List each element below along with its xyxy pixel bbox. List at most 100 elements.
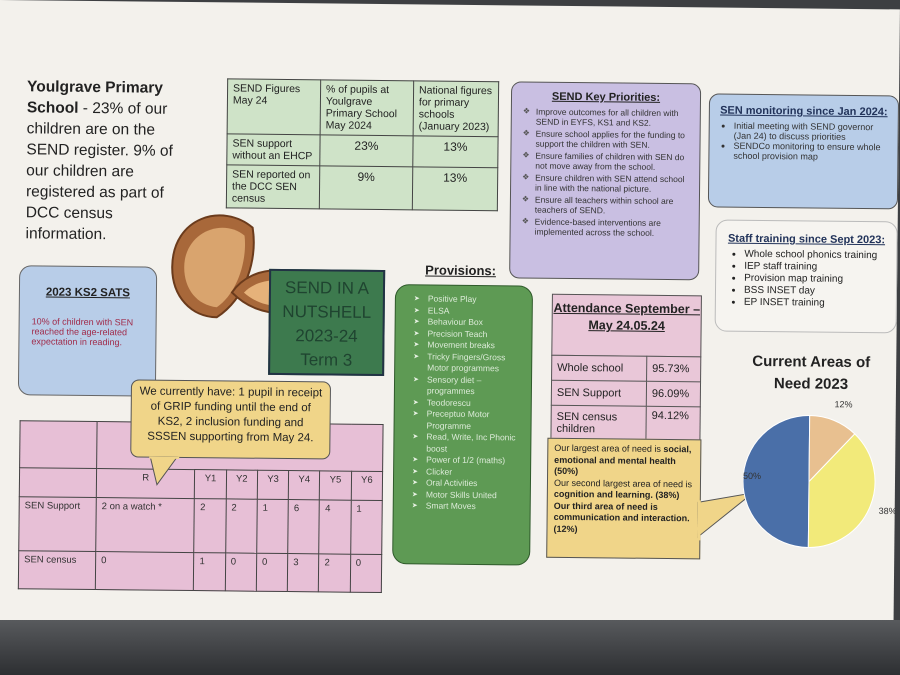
attendance-label: Whole school <box>551 355 647 382</box>
list-item: Whole school phonics training <box>744 249 886 261</box>
year-table-blank <box>19 420 98 469</box>
year-table-row-label: SEN census <box>18 550 96 590</box>
key-priorities-box: SEND Key Priorities: Improve outcomes fo… <box>509 81 702 281</box>
provisions-box: Positive Play ELSA Behaviour Box Precisi… <box>392 284 534 566</box>
list-item: Movement breaks <box>427 339 523 352</box>
sen-monitoring-title: SEN monitoring since Jan 2024: <box>720 104 888 119</box>
list-item: Initial meeting with SEND governor (Jan … <box>734 121 888 143</box>
year-table-header: Y3 <box>257 470 289 500</box>
ks2-sats-title: 2023 KS2 SATS <box>45 286 131 300</box>
attendance-label: SEN Support <box>551 380 647 407</box>
attendance-label: SEN census children <box>550 405 647 442</box>
list-item: BSS INSET day <box>744 285 886 297</box>
list-item: Behaviour Box <box>428 316 524 329</box>
pie-label: 12% <box>834 399 852 409</box>
leaflet-sheet: Youlgrave Primary School - 23% of our ch… <box>0 0 900 649</box>
staff-training-title: Staff training since Sept 2023: <box>727 232 886 247</box>
year-table-header: Y4 <box>288 470 320 500</box>
year-table-header <box>19 467 97 498</box>
year-table-cell: 2 <box>318 553 351 593</box>
year-table-header: Y6 <box>350 471 383 501</box>
ks2-sats-box: 2023 KS2 SATS 10% of children with SEN r… <box>17 265 158 397</box>
year-table-cell: 4 <box>319 499 351 555</box>
year-table-header: Y1 <box>194 469 227 499</box>
list-item: Oral Activities <box>426 477 522 490</box>
send-figures-national: 13% <box>412 166 498 211</box>
pie-chart: 50% 38% 12% <box>742 399 896 549</box>
list-item: SENDCo monitoring to ensure whole school… <box>733 141 887 163</box>
send-figures-school: 9% <box>319 165 413 210</box>
year-table-cell: 0 <box>349 554 382 593</box>
year-table-cell: 2 <box>194 498 226 553</box>
pie-slice <box>808 414 856 483</box>
year-table-cell: 6 <box>287 499 320 554</box>
list-item: Ensure all teachers within school are te… <box>535 195 689 217</box>
year-table-cell: 1 <box>193 552 226 591</box>
list-item: Ensure children with SEN attend school i… <box>535 173 689 195</box>
year-table-cell: 3 <box>287 553 320 592</box>
year-table-header: Y5 <box>319 470 352 501</box>
list-item: Clicker <box>426 466 522 479</box>
nutshell-line: 2023-24 <box>295 326 358 346</box>
list-item: Teodorescu <box>427 397 523 410</box>
pie-label: 50% <box>743 471 761 481</box>
sen-monitoring-box: SEN monitoring since Jan 2024: Initial m… <box>707 93 900 210</box>
nutshell-box: SEND IN A NUTSHELL 2023-24 Term 3 <box>268 268 386 377</box>
list-item: Motor Skills United <box>426 489 522 502</box>
send-figures-header-2: National figures for primary schools (Ja… <box>413 80 499 137</box>
list-item: Ensure families of children with SEN do … <box>535 151 689 173</box>
list-item: EP INSET training <box>744 297 886 309</box>
list-item: Sensory diet – programmes <box>427 374 523 398</box>
ks2-sats-text: 10% of children with SEN reached the age… <box>31 316 134 348</box>
need-line: Our second largest area of need is <box>553 477 693 489</box>
list-item: ELSA <box>428 305 524 318</box>
attendance-value: 94.12% <box>645 406 701 442</box>
send-figures-header-1: % of pupils at Youlgrave Primary School … <box>320 79 414 136</box>
callout-tail <box>149 456 180 486</box>
year-table-cell: 0 <box>224 552 257 592</box>
year-table-cell: 1 <box>350 500 383 555</box>
staff-training-box: Staff training since Sept 2023: Whole sc… <box>714 219 898 334</box>
list-item: Preceptuo Motor Programme <box>427 408 523 432</box>
list-item: Evidence-based interventions are impleme… <box>535 217 689 239</box>
send-figures-table: SEND Figures May 24 % of pupils at Youlg… <box>225 78 500 212</box>
year-table-header: Y2 <box>225 469 258 500</box>
areas-of-need-text: Our largest area of need is social, emot… <box>546 437 702 560</box>
year-table-cell: 0 <box>95 551 195 591</box>
send-figures-school: 23% <box>319 134 414 167</box>
send-figures-national: 13% <box>412 135 499 168</box>
nutshell-line: SEND IN A <box>284 278 370 298</box>
list-item: Ensure school applies for the funding to… <box>535 129 689 151</box>
attendance-table: Whole school 95.73% SEN Support 96.09% S… <box>550 354 702 443</box>
list-item: Read, Write, Inc Phonic boost <box>426 431 522 455</box>
pie-label: 38% <box>879 506 896 516</box>
funding-callout: We currently have: 1 pupil in receipt of… <box>130 379 332 460</box>
list-item: Provision map training <box>744 273 886 285</box>
key-priorities-title: SEND Key Priorities: <box>551 90 661 104</box>
list-item: Improve outcomes for all children with S… <box>536 107 690 129</box>
nutshell-line: Term 3 <box>300 350 353 370</box>
send-figures-header-0: SEND Figures May 24 <box>227 78 321 135</box>
need-callout-tail <box>697 492 755 541</box>
list-item: Precision Teach <box>427 328 523 341</box>
list-item: IEP staff training <box>744 261 886 273</box>
send-figures-row-label: SEN support without an EHCP <box>226 133 321 166</box>
list-item: Power of 1/2 (maths) <box>426 454 522 467</box>
need-bold: cognition and learning. (38%) <box>553 488 680 501</box>
attendance-value: 95.73% <box>646 356 701 382</box>
intro-body: - 23% of our children are on the SEND re… <box>25 99 173 244</box>
attendance-title: Attendance September – May 24.05.24 <box>551 293 702 358</box>
list-item: Tricky Fingers/Gross Motor programmes <box>427 351 523 375</box>
need-bold: Our third area of need is communication … <box>553 500 690 534</box>
need-line: Our largest area of need is <box>554 442 664 454</box>
year-table-cell: 2 <box>225 498 258 554</box>
pie-slice <box>742 414 811 549</box>
photo-background-shadow <box>0 620 900 675</box>
attendance-value: 96.09% <box>646 381 701 407</box>
provisions-title: Provisions: <box>425 262 497 279</box>
pie-slice <box>807 433 876 548</box>
year-table-row-label: SEN Support <box>18 496 97 552</box>
nutshell-line: NUTSHELL <box>282 301 372 322</box>
pie-chart-title: Current Areas of Need 2023 <box>752 352 871 393</box>
year-table-cell: 0 <box>256 553 288 592</box>
